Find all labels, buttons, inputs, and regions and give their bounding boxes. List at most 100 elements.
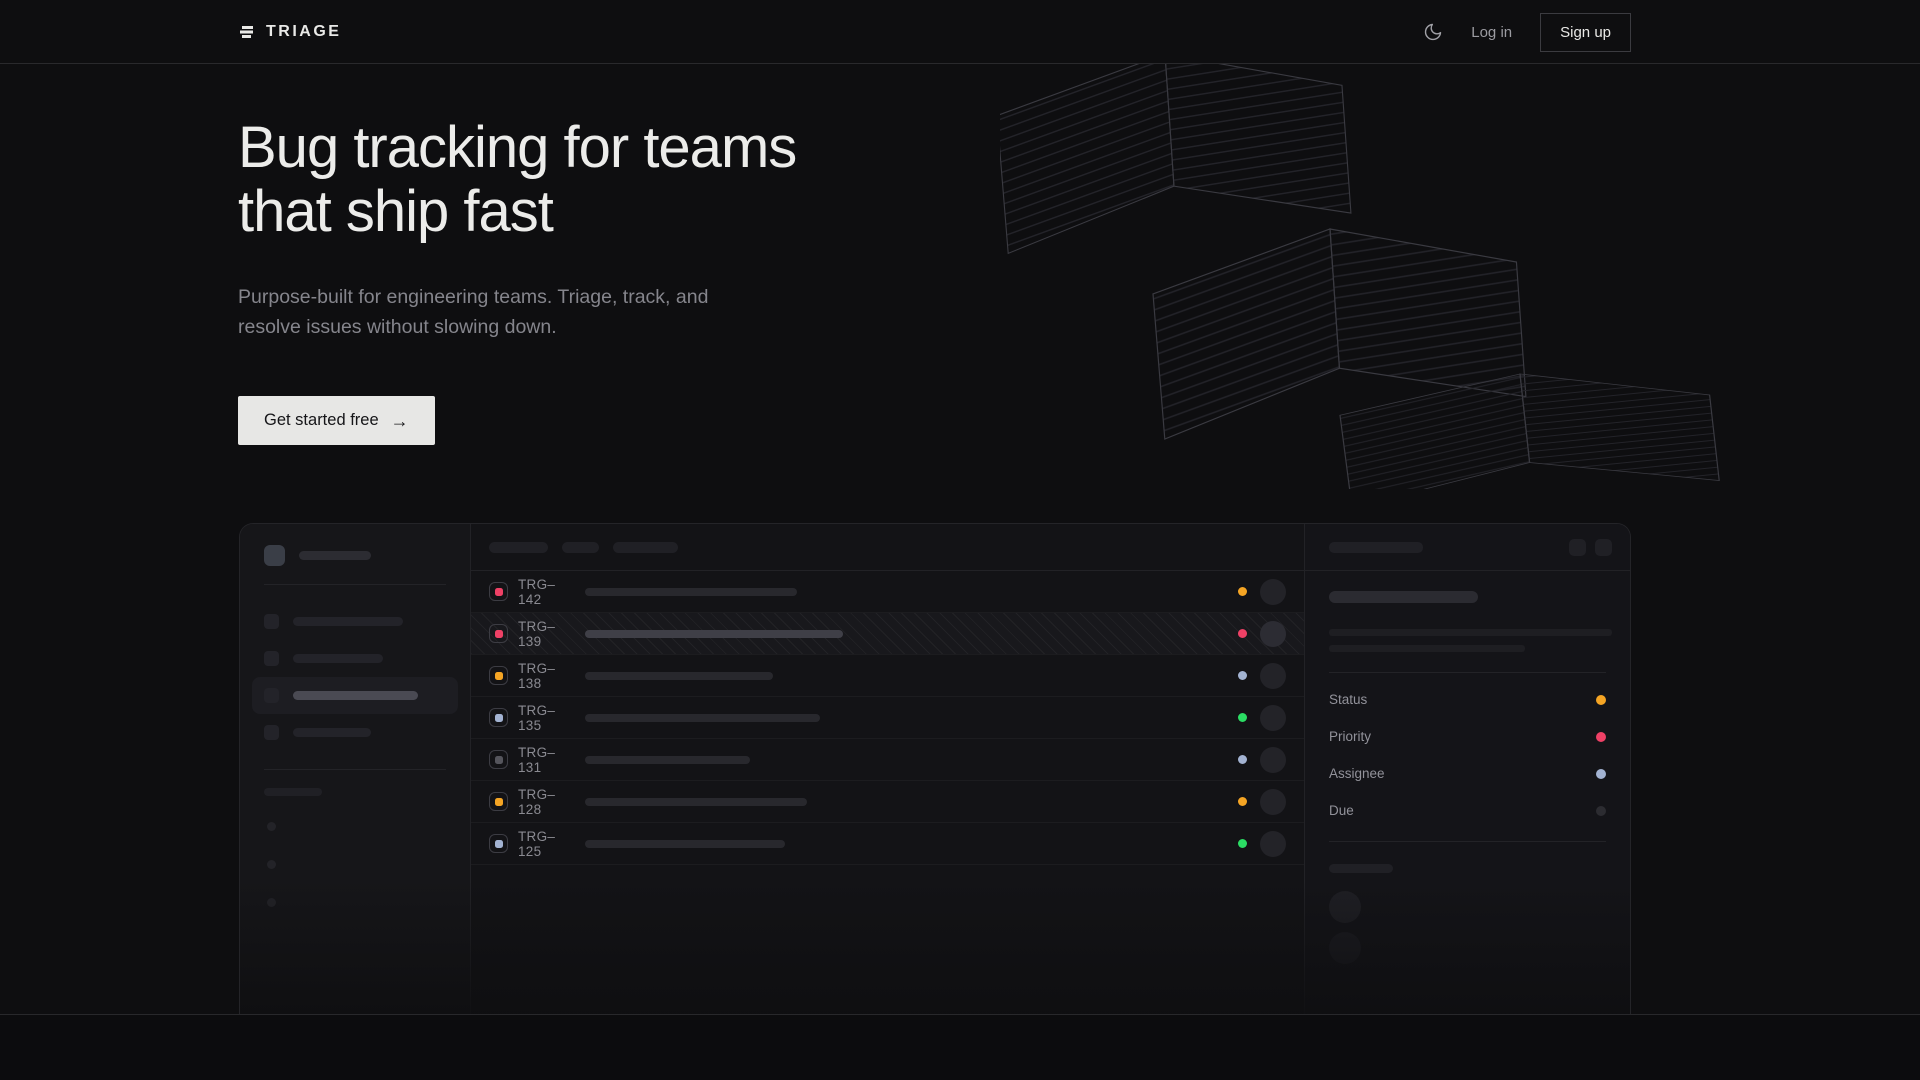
issue-row: TRG–138: [471, 655, 1304, 697]
detail-fields: Status Priority Assignee Due: [1329, 681, 1606, 829]
issue-title-skeleton: [585, 671, 773, 680]
issue-type-icon: [489, 834, 508, 853]
issue-title-skeleton: [585, 755, 750, 764]
nav-icon-skeleton: [264, 614, 279, 629]
nav-label-skeleton: [293, 654, 383, 663]
arrow-right-icon: →: [390, 410, 409, 431]
activity-avatar-skeleton: [1329, 932, 1361, 964]
filter-pill-skeleton: [489, 541, 548, 553]
activity-avatar-skeleton: [1329, 891, 1361, 923]
workspace-icon: [264, 544, 285, 566]
nav-icon-skeleton: [264, 725, 279, 740]
detail-field-dot: [1596, 768, 1606, 779]
sidebar-nav-item: [252, 603, 458, 640]
assignee-avatar: [1260, 662, 1286, 689]
detail-field-label: Due: [1329, 803, 1354, 818]
activity-label-skeleton: [1329, 864, 1393, 873]
issue-status-dot: [1238, 671, 1247, 680]
divider: [264, 584, 446, 585]
assignee-avatar: [1260, 578, 1286, 605]
issue-id: TRG–139: [518, 618, 556, 649]
hero-subtitle: Purpose-built for engineering teams. Tri…: [238, 286, 709, 338]
issue-title-skeleton: [585, 839, 785, 848]
issue-status-dot: [1238, 839, 1247, 848]
signup-button[interactable]: Sign up: [1540, 12, 1631, 52]
detail-field-label: Status: [1329, 692, 1368, 707]
list-header: [471, 524, 1304, 571]
issue-id: TRG–128: [518, 786, 556, 817]
detail-field-label: Priority: [1329, 729, 1372, 744]
workspace-switcher-skeleton: [264, 544, 446, 566]
issue-title-skeleton: [585, 713, 820, 722]
issue-title-skeleton: [585, 587, 797, 596]
issue-type-icon: [489, 624, 508, 643]
issue-type-icon: [489, 666, 508, 685]
header-nav: Log in Sign up: [1423, 12, 1631, 52]
nav-label-skeleton: [293, 728, 371, 737]
issue-title-skeleton: [1329, 591, 1478, 603]
issue-id: TRG–142: [518, 576, 556, 607]
brand-name: TRIAGE: [266, 23, 342, 40]
issue-row: TRG–131: [471, 739, 1304, 781]
detail-panel: Status Priority Assignee Due: [1304, 524, 1630, 1014]
triage-logo-icon: [240, 26, 253, 38]
detail-field-label: Assignee: [1329, 766, 1385, 781]
detail-field-row: Priority: [1329, 718, 1606, 755]
workspace-name-skeleton: [299, 550, 371, 560]
login-link[interactable]: Log in: [1471, 23, 1513, 41]
detail-field-row: Due: [1329, 792, 1606, 829]
brand-logo[interactable]: TRIAGE: [238, 23, 341, 41]
nav-icon-skeleton: [264, 651, 279, 666]
detail-field-row: Status: [1329, 681, 1606, 718]
panel-title-skeleton: [1329, 541, 1423, 553]
description-line-skeleton: [1329, 645, 1525, 652]
issue-row: TRG–135: [471, 697, 1304, 739]
description-line-skeleton: [1329, 629, 1612, 636]
assignee-avatar: [1260, 620, 1286, 647]
issue-status-dot: [1238, 755, 1247, 764]
issue-list-pane: TRG–142 TRG–139 TRG–138 TRG–135 TRG–131: [471, 524, 1304, 1014]
app-preview-card: TRG–142 TRG–139 TRG–138 TRG–135 TRG–131: [239, 523, 1631, 1014]
get-started-button[interactable]: Get started free →: [238, 396, 435, 445]
assignee-avatar: [1260, 704, 1286, 731]
issue-row: TRG–128: [471, 781, 1304, 823]
detail-field-row: Assignee: [1329, 755, 1606, 792]
panel-actions: [1569, 538, 1612, 556]
project-dot: [267, 898, 276, 907]
project-dot: [267, 822, 276, 831]
sidebar-nav-item: [252, 640, 458, 677]
issue-id: TRG–125: [518, 828, 556, 859]
detail-field-dot: [1596, 731, 1606, 742]
detail-field-dot: [1596, 694, 1606, 705]
issue-id: TRG–135: [518, 702, 556, 733]
issue-title-skeleton: [585, 629, 843, 638]
issue-status-dot: [1238, 587, 1247, 596]
divider: [1329, 672, 1606, 673]
divider: [1329, 841, 1606, 842]
issue-status-dot: [1238, 629, 1247, 638]
issue-row: TRG–142: [471, 571, 1304, 613]
filter-pill-skeleton: [613, 541, 678, 553]
app-header: TRIAGE Log in Sign up: [0, 0, 1920, 64]
issue-id: TRG–138: [518, 660, 556, 691]
assignee-avatar: [1260, 830, 1286, 857]
nav-label-skeleton: [293, 691, 418, 700]
filter-pill-skeleton: [562, 541, 599, 553]
issue-status-dot: [1238, 797, 1247, 806]
assignee-avatar: [1260, 788, 1286, 815]
panel-action-icon: [1569, 538, 1586, 556]
page-footer: [0, 1014, 1920, 1080]
wireframe-decoration: [1000, 64, 1720, 489]
detail-field-dot: [1596, 805, 1606, 816]
issue-type-icon: [489, 582, 508, 601]
panel-action-icon: [1595, 538, 1612, 556]
assignee-avatar: [1260, 746, 1286, 773]
issue-type-icon: [489, 792, 508, 811]
theme-toggle-button[interactable]: [1423, 22, 1443, 42]
nav-label-skeleton: [293, 617, 403, 626]
issue-type-icon: [489, 750, 508, 769]
nav-icon-skeleton: [264, 688, 279, 703]
issue-title-skeleton: [585, 797, 807, 806]
issue-id: TRG–131: [518, 744, 556, 775]
